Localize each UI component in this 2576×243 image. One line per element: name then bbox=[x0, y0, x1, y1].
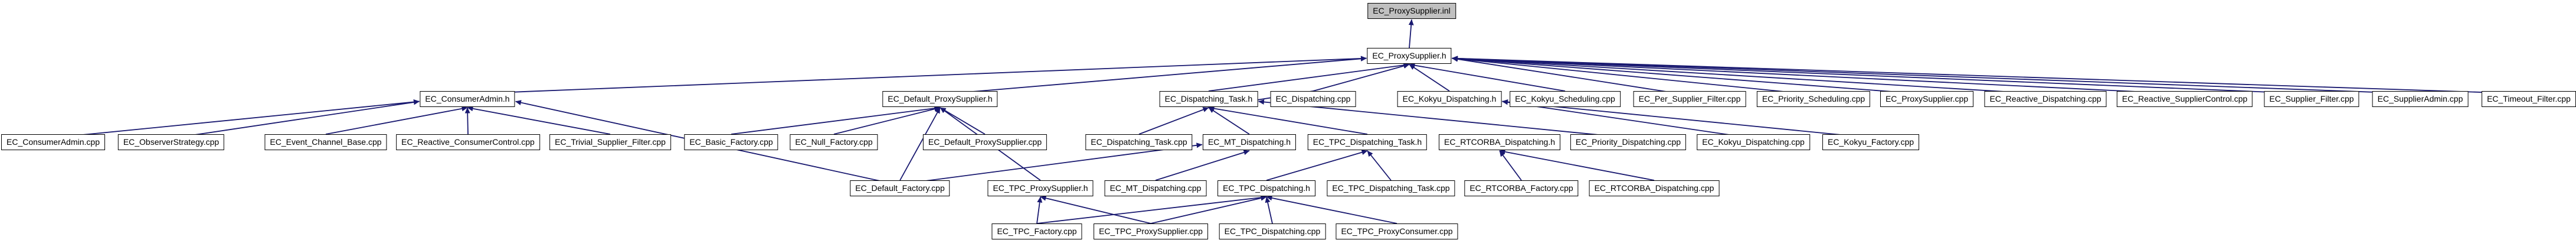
graph-edge bbox=[64, 99, 420, 137]
graph-edge bbox=[1266, 150, 1368, 181]
graph-node-ec-tpc-proxysupplier-h[interactable]: EC_TPC_ProxySupplier.h bbox=[987, 180, 1094, 196]
graph-edge bbox=[1452, 56, 1916, 94]
graph-edge bbox=[182, 99, 420, 137]
graph-edge bbox=[1409, 64, 1450, 92]
graph-node-ec-dispatching-cpp[interactable]: EC_Dispatching.cpp bbox=[1270, 91, 1356, 107]
graph-node-ec-tpc-dispatching-task-cpp[interactable]: EC_TPC_Dispatching_Task.cpp bbox=[1327, 180, 1455, 196]
graph-edge bbox=[1155, 150, 1250, 181]
graph-edge bbox=[1409, 63, 1566, 92]
graph-edge bbox=[1499, 149, 1655, 181]
graph-node-ec-proxysupplier-cpp[interactable]: EC_ProxySupplier.cpp bbox=[1880, 91, 1974, 107]
graph-node-ec-priority-scheduling-cpp[interactable]: EC_Priority_Scheduling.cpp bbox=[1756, 91, 1871, 107]
graph-edge bbox=[1452, 56, 2300, 94]
graph-node-ec-kokyu-scheduling-cpp[interactable]: EC_Kokyu_Scheduling.cpp bbox=[1510, 91, 1621, 107]
graph-node-ec-consumeradmin-h[interactable]: EC_ConsumerAdmin.h bbox=[420, 91, 515, 107]
graph-edge bbox=[1265, 196, 1273, 224]
graph-node-ec-proxysupplier-inl: EC_ProxySupplier.inl bbox=[1367, 3, 1456, 19]
graph-node-ec-kokyu-factory-cpp[interactable]: EC_Kokyu_Factory.cpp bbox=[1822, 134, 1920, 150]
graph-edge bbox=[1367, 150, 1392, 181]
graph-node-ec-dispatching-task-cpp[interactable]: EC_Dispatching_Task.cpp bbox=[1085, 134, 1193, 150]
graph-node-ec-consumeradmin-cpp[interactable]: EC_ConsumerAdmin.cpp bbox=[1, 134, 105, 150]
graph-node-ec-kokyu-dispatching-h[interactable]: EC_Kokyu_Dispatching.h bbox=[1397, 91, 1502, 107]
graph-node-ec-supplier-filter-cpp[interactable]: EC_Supplier_Filter.cpp bbox=[2264, 91, 2359, 107]
graph-node-ec-reactive-suppliercontrol-cpp[interactable]: EC_Reactive_SupplierControl.cpp bbox=[2116, 91, 2253, 107]
graph-edge bbox=[1208, 106, 1368, 135]
graph-node-ec-default-factory-cpp[interactable]: EC_Default_Factory.cpp bbox=[850, 180, 950, 196]
graph-node-ec-rtcorba-dispatching-cpp[interactable]: EC_RTCORBA_Dispatching.cpp bbox=[1589, 180, 1720, 196]
graph-node-ec-default-proxysupplier-cpp[interactable]: EC_Default_ProxySupplier.cpp bbox=[922, 134, 1048, 150]
graph-node-ec-rtcorba-factory-cpp[interactable]: EC_RTCORBA_Factory.cpp bbox=[1464, 180, 1579, 196]
graph-edge bbox=[1150, 195, 1267, 224]
graph-edge bbox=[1408, 19, 1414, 48]
graph-edge bbox=[325, 106, 468, 135]
graph-edge bbox=[479, 56, 1367, 94]
graph-node-ec-dispatching-task-h[interactable]: EC_Dispatching_Task.h bbox=[1159, 91, 1258, 107]
graph-node-ec-proxysupplier-h[interactable]: EC_ProxySupplier.h bbox=[1367, 48, 1452, 64]
graph-node-ec-tpc-factory-cpp[interactable]: EC_TPC_Factory.cpp bbox=[991, 223, 1082, 239]
graph-node-ec-tpc-proxysupplier-cpp[interactable]: EC_TPC_ProxySupplier.cpp bbox=[1094, 223, 1208, 239]
graph-node-ec-kokyu-dispatching-cpp[interactable]: EC_Kokyu_Dispatching.cpp bbox=[1697, 134, 1810, 150]
graph-edge bbox=[1036, 195, 1267, 224]
graph-edge bbox=[1452, 56, 2174, 94]
graph-edge bbox=[467, 106, 611, 135]
graph-edge bbox=[1312, 63, 1410, 92]
graph-node-ec-null-factory-cpp[interactable]: EC_Null_Factory.cpp bbox=[790, 134, 878, 150]
graph-edge bbox=[940, 107, 986, 135]
graph-node-ec-mt-dispatching-cpp[interactable]: EC_MT_Dispatching.cpp bbox=[1104, 180, 1207, 196]
graph-node-ec-basic-factory-cpp[interactable]: EC_Basic_Factory.cpp bbox=[684, 134, 778, 150]
graph-node-ec-event-channel-base-cpp[interactable]: EC_Event_Channel_Base.cpp bbox=[264, 134, 387, 150]
graph-node-ec-reactive-dispatching-cpp[interactable]: EC_Reactive_Dispatching.cpp bbox=[1984, 91, 2107, 107]
graph-edge bbox=[951, 56, 1367, 94]
graph-edge bbox=[1499, 150, 1522, 181]
graph-node-ec-tpc-dispatching-task-h[interactable]: EC_TPC_Dispatching_Task.h bbox=[1307, 134, 1428, 150]
graph-node-ec-per-supplier-filter-cpp[interactable]: EC_Per_Supplier_Filter.cpp bbox=[1633, 91, 1746, 107]
graph-node-ec-rtcorba-dispatching-h[interactable]: EC_RTCORBA_Dispatching.h bbox=[1438, 134, 1561, 150]
graph-node-ec-trivial-supplier-filter-cpp[interactable]: EC_Trivial_Supplier_Filter.cpp bbox=[549, 134, 671, 150]
graph-edge bbox=[1452, 56, 1678, 94]
graph-edge bbox=[1452, 56, 1802, 94]
graph-node-ec-reactive-consumercontrol-cpp[interactable]: EC_Reactive_ConsumerControl.cpp bbox=[396, 134, 540, 150]
graph-edge bbox=[1266, 195, 1397, 224]
graph-node-ec-observerstrategy-cpp[interactable]: EC_ObserverStrategy.cpp bbox=[117, 134, 225, 150]
graph-edge bbox=[1208, 62, 1410, 92]
graph-edge bbox=[1208, 107, 1250, 135]
graph-node-ec-tpc-dispatching-h[interactable]: EC_TPC_Dispatching.h bbox=[1217, 180, 1315, 196]
graph-edge bbox=[833, 106, 941, 135]
graph-edge bbox=[464, 107, 470, 135]
graph-node-ec-tpc-dispatching-cpp[interactable]: EC_TPC_Dispatching.cpp bbox=[1219, 223, 1326, 239]
graph-edge bbox=[1040, 195, 1151, 224]
graph-node-ec-supplieradmin-cpp[interactable]: EC_SupplierAdmin.cpp bbox=[2372, 91, 2469, 107]
graph-node-ec-timeout-filter-cpp[interactable]: EC_Timeout_Filter.cpp bbox=[2482, 91, 2576, 107]
graph-node-ec-mt-dispatching-h[interactable]: EC_MT_Dispatching.h bbox=[1202, 134, 1297, 150]
graph-edge bbox=[1138, 107, 1209, 135]
graph-node-ec-default-proxysupplier-h[interactable]: EC_Default_ProxySupplier.h bbox=[882, 91, 998, 107]
graph-edge bbox=[911, 142, 1203, 183]
graph-edge bbox=[1452, 56, 2409, 94]
graph-edge bbox=[1452, 56, 2518, 94]
graph-edge bbox=[1452, 56, 2034, 94]
graph-node-ec-tpc-proxyconsumer-cpp[interactable]: EC_TPC_ProxyConsumer.cpp bbox=[1336, 223, 1458, 239]
graph-edge bbox=[731, 105, 941, 135]
graph-node-ec-priority-dispatching-cpp[interactable]: EC_Priority_Dispatching.cpp bbox=[1570, 134, 1687, 150]
graph-edge bbox=[1036, 196, 1043, 224]
